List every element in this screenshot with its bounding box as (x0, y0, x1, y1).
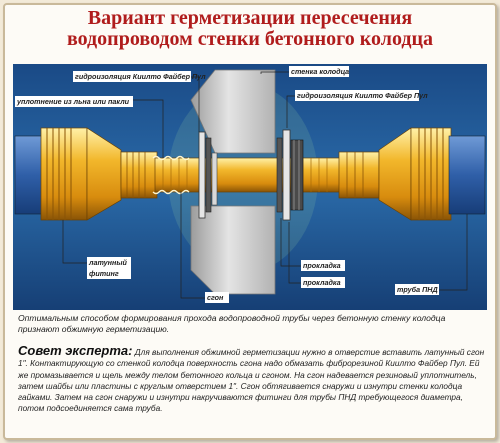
leader-lines (62, 71, 468, 299)
advice-heading: Совет эксперта: (18, 343, 133, 358)
label-gasket-1: прокладка (303, 261, 341, 270)
label-plate-gasket1 (301, 260, 345, 271)
label-plate-seal (15, 96, 133, 107)
label-hydro-right: гидроизоляция Киилто Файбер Пул (297, 91, 428, 100)
label-sgon: сгон (207, 293, 224, 302)
washer-left (198, 131, 206, 219)
label-plate-hydro-top (73, 71, 191, 82)
page-title: Вариант герметизации пересечения водопро… (0, 8, 500, 50)
sgon-nipple (154, 157, 342, 193)
flax-seal (152, 155, 190, 195)
label-pnd: труба ПНД (397, 285, 438, 294)
title-line-1: Вариант герметизации пересечения (87, 7, 413, 29)
hydro-layer (211, 152, 218, 206)
washer-right (282, 129, 291, 221)
nut-right (290, 139, 304, 211)
gasket-left (205, 137, 212, 213)
label-plate-gasket2 (301, 277, 345, 288)
well-wall-bottom (190, 205, 276, 295)
label-gasket-2: прокладка (303, 278, 341, 287)
title-line-2: водопроводом стенки бетонного колодца (66, 28, 434, 50)
advice-text: Для выполнения обжимной герметизации нуж… (18, 347, 485, 414)
label-seal: уплотнение из льна или пакли (16, 97, 130, 106)
caption-text: Оптимальным способом формирования проход… (18, 313, 446, 334)
sealing-diagram: гидроизоляция Киилто Файбер Пул стенка к… (13, 64, 487, 310)
label-plate-wall (289, 66, 349, 77)
right-brass-fitting (338, 127, 486, 221)
label-hydro-top: гидроизоляция Киилто Файбер Пул (75, 72, 206, 81)
label-fitting: фитинг (89, 269, 119, 278)
label-wall: стенка колодца (291, 67, 349, 76)
label-plate-sgon (205, 292, 229, 303)
gasket-right (276, 137, 283, 213)
label-plate-brass (87, 257, 131, 279)
label-brass: латунный (88, 258, 127, 267)
left-brass-fitting (14, 127, 158, 221)
label-plate-hydro-right (295, 90, 419, 101)
label-plate-pnd (395, 284, 439, 295)
expert-advice: Совет эксперта: Для выполнения обжимной … (18, 343, 490, 415)
